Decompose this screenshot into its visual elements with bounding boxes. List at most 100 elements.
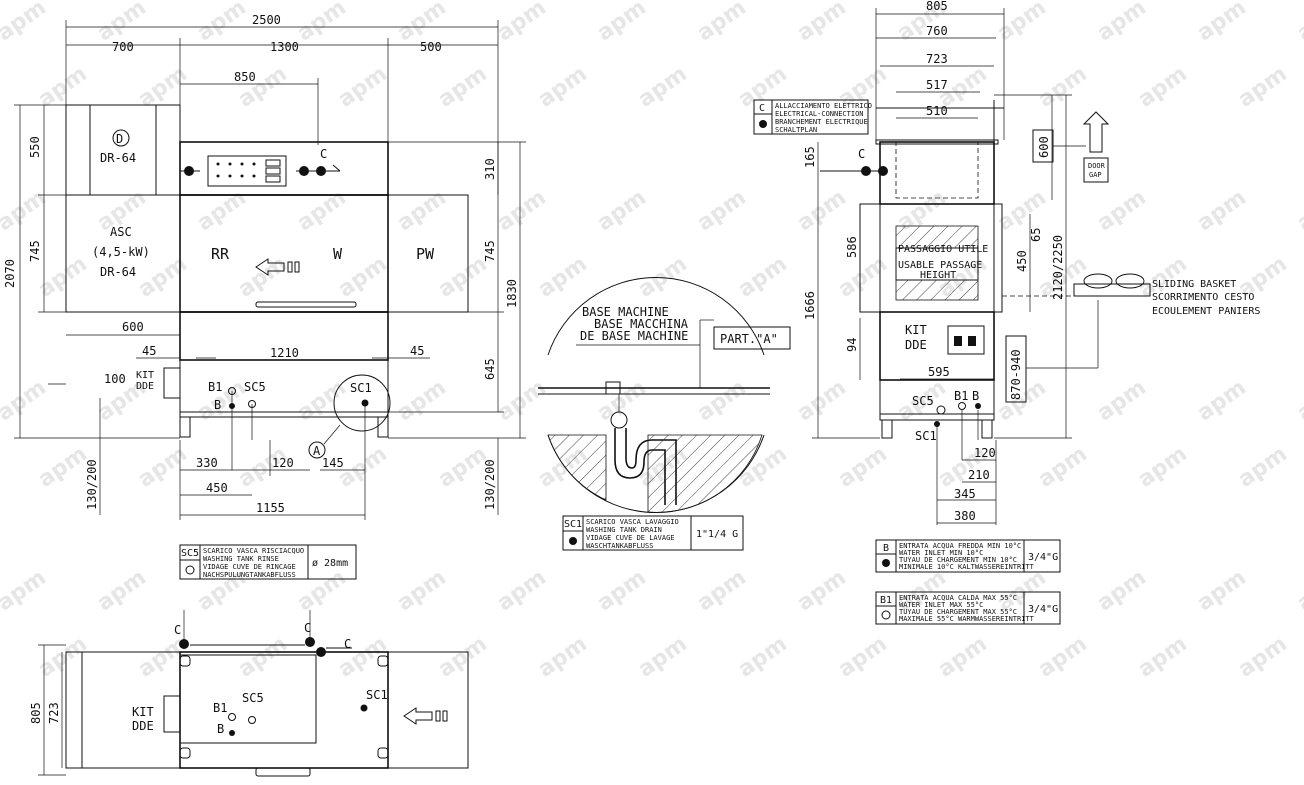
gap-label: GAP xyxy=(1089,171,1102,179)
legend-c-line-1: ALLACCIAMENTO ELETTRICO xyxy=(775,102,872,110)
sc5-label-side: SC5 xyxy=(912,394,934,408)
dim-1300: 1300 xyxy=(270,40,299,54)
plan-c1-label: C xyxy=(174,623,181,637)
plan-sc1-label: SC1 xyxy=(366,688,388,702)
watermark-mark: apm xyxy=(534,62,592,113)
plan-view: C C C KIT DDE B1 B SC5 SC1 805 723 xyxy=(29,610,469,777)
watermark-mark: apm xyxy=(1193,565,1251,616)
dim-330: 330 xyxy=(196,456,218,470)
dim-1830: 1830 xyxy=(505,279,519,308)
watermark-mark: apm xyxy=(1134,442,1192,493)
watermark-mark: apm xyxy=(493,0,551,46)
watermark-mark: apm xyxy=(1034,632,1092,683)
b1-label-front: B1 xyxy=(208,380,222,394)
dim-850: 850 xyxy=(234,70,256,84)
watermark-mark: apm xyxy=(0,185,51,236)
watermark-mark: apm xyxy=(334,62,392,113)
watermark-mark: apm xyxy=(34,442,92,493)
watermark-mark: apm xyxy=(693,185,751,236)
legend-b-line-2: WATER INLET MIN 10°C xyxy=(899,549,983,557)
watermark-mark: apm xyxy=(1093,185,1151,236)
legend-sc1-line-3: VIDAGE CUVE DE LAVAGE xyxy=(586,534,675,542)
legend-sc1-line-2: WASHING TANK DRAIN xyxy=(586,526,662,534)
watermark-mark: apm xyxy=(693,565,751,616)
legend-sc1-line-1: SCARICO VASCA LAVAGGIO xyxy=(586,518,679,526)
watermark-mark: apm xyxy=(1293,375,1304,426)
legend-c-line-3: BRANCHEMENT ELECTRIQUE xyxy=(775,118,868,126)
watermark-mark: apm xyxy=(0,0,51,46)
watermark-mark: apm xyxy=(0,565,51,616)
dim-760: 760 xyxy=(926,24,948,38)
plan-sc5-label: SC5 xyxy=(242,691,264,705)
watermark-mark: apm xyxy=(493,565,551,616)
watermark-mark: apm xyxy=(234,632,292,683)
watermark-mark: apm xyxy=(293,565,351,616)
watermark-mark: apm xyxy=(334,252,392,303)
watermark-mark: apm xyxy=(793,565,851,616)
watermark-mark: apm xyxy=(34,252,92,303)
plan-c2-label: C xyxy=(304,621,311,635)
watermark-mark: apm xyxy=(393,375,451,426)
dim-745-right: 745 xyxy=(483,240,497,262)
sc5-label-front: SC5 xyxy=(244,380,266,394)
dim-723-side: 723 xyxy=(926,52,948,66)
dim-130-200-right: 130/200 xyxy=(483,459,497,510)
legend-sc5-line-4: NACHSPULUNGTANKABFLUSS xyxy=(203,571,296,579)
watermark-mark: apm xyxy=(193,0,251,46)
watermark-mark: apm xyxy=(834,252,892,303)
legend-b-line-3: TUYAU DE CHARGEMENT MIN 10°C xyxy=(899,556,1017,564)
watermark-mark: apm xyxy=(393,185,451,236)
dim-500: 500 xyxy=(420,40,442,54)
legend-b1-value: 3/4"G xyxy=(1028,604,1058,615)
rr-label: RR xyxy=(211,245,230,263)
watermark-mark: apm xyxy=(1193,0,1251,46)
part-a-label: PART."A" xyxy=(720,332,778,346)
watermark-mark: apm xyxy=(593,375,651,426)
dim-210: 210 xyxy=(968,468,990,482)
watermark-mark: apm xyxy=(1093,0,1151,46)
dim-145: 145 xyxy=(322,456,344,470)
legend-sc5-value: ø 28mm xyxy=(312,558,348,569)
door-label: DOOR xyxy=(1088,162,1106,170)
dim-380: 380 xyxy=(954,509,976,523)
c-label-side: C xyxy=(858,147,865,161)
passage-label-3: HEIGHT xyxy=(920,270,956,281)
legend-b-value: 3/4"G xyxy=(1028,552,1058,563)
watermark-mark: apm xyxy=(593,565,651,616)
side-view: 805 760 723 517 510 PASSAGGIO UTILE USAB… xyxy=(803,0,1260,525)
watermark-mark: apm xyxy=(1293,565,1304,616)
watermark-mark: apm xyxy=(234,252,292,303)
passage-label-2: USABLE PASSAGE xyxy=(898,260,982,271)
dim-94: 94 xyxy=(845,338,859,352)
sc1-label-front: SC1 xyxy=(350,381,372,395)
scorrimento-label: SCORRIMENTO CESTO xyxy=(1152,292,1254,303)
dim-600-door: 600 xyxy=(1037,136,1051,158)
dim-310: 310 xyxy=(483,158,497,180)
dim-586: 586 xyxy=(845,236,859,258)
legend-b-code: B xyxy=(883,543,889,554)
dim-450-side: 450 xyxy=(1015,250,1029,272)
dim-100: 100 xyxy=(104,372,126,386)
legend-b1: B1 ENTRATA ACQUA CALDA MAX 55°C WATER IN… xyxy=(875,591,1061,625)
watermark-mark: apm xyxy=(334,632,392,683)
watermark-mark: apm xyxy=(934,632,992,683)
dr64-top-label: DR-64 xyxy=(100,151,136,165)
dim-745-left: 745 xyxy=(28,240,42,262)
asc-label: ASC xyxy=(110,225,132,239)
watermark-mark: apm xyxy=(1034,62,1092,113)
dim-345: 345 xyxy=(954,487,976,501)
watermark-mark: apm xyxy=(134,252,192,303)
watermark-mark: apm xyxy=(634,62,692,113)
watermark-mark: apm xyxy=(293,0,351,46)
watermark-mark: apm xyxy=(634,252,692,303)
dim-600: 600 xyxy=(122,320,144,334)
asc-power-label: (4,5-kW) xyxy=(92,245,150,259)
ecoulement-label: ECOULEMENT PANIERS xyxy=(1152,306,1260,317)
dim-510: 510 xyxy=(926,104,948,118)
legend-b-line-4: MINIMALE 10°C KALTWASSEREINTRITT xyxy=(899,563,1035,571)
watermark-mark: apm xyxy=(434,62,492,113)
dim-2500: 2500 xyxy=(252,13,281,27)
watermark-mark: apm xyxy=(634,632,692,683)
b-label-front: B xyxy=(214,398,221,412)
